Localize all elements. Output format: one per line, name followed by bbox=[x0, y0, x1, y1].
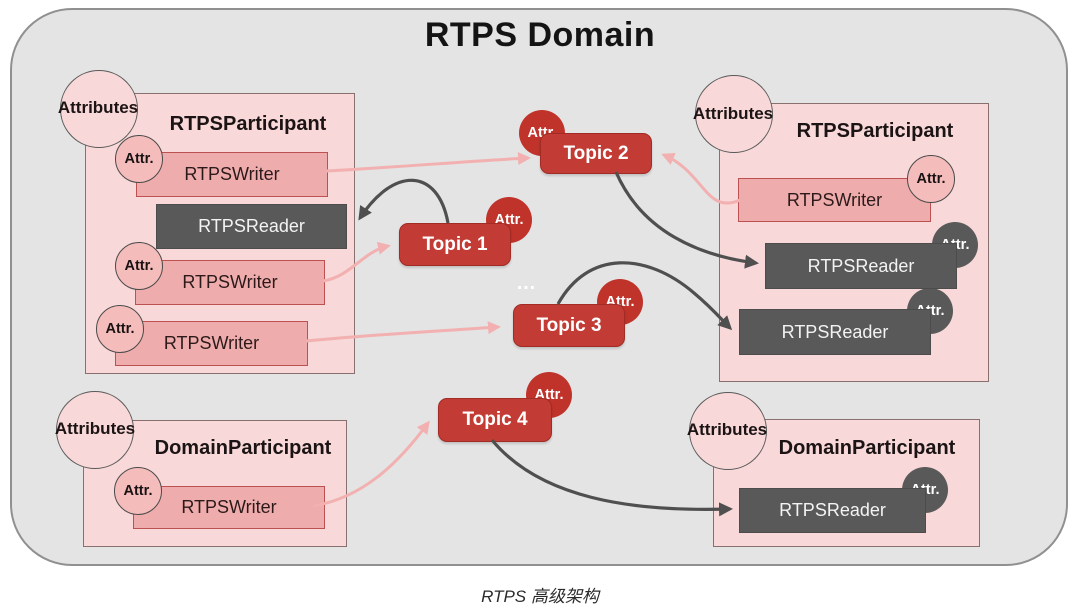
attributes-label: Attributes bbox=[692, 104, 774, 123]
node-rtpswriter: RTPSWriter bbox=[115, 321, 308, 366]
node-rtpsreader: RTPSReader bbox=[765, 243, 957, 289]
topic-2: Topic 2 bbox=[540, 133, 652, 174]
more-topics-ellipsis: … bbox=[516, 272, 538, 294]
attributes-circle-bottom-left bbox=[56, 391, 134, 469]
topic-4: Topic 4 bbox=[438, 398, 552, 442]
participant-title: RTPSParticipant bbox=[169, 113, 327, 135]
attr-badge: Attr. bbox=[115, 242, 163, 290]
node-rtpsreader: RTPSReader bbox=[739, 488, 926, 533]
node-rtpsreader: RTPSReader bbox=[156, 204, 347, 249]
participant-title: DomainParticipant bbox=[154, 437, 332, 459]
attributes-label: Attributes bbox=[54, 419, 136, 438]
attr-badge: Attr. bbox=[114, 467, 162, 515]
topic-1: Topic 1 bbox=[399, 223, 511, 266]
topic-3: Topic 3 bbox=[513, 304, 625, 347]
node-rtpsreader: RTPSReader bbox=[739, 309, 931, 355]
participant-title: DomainParticipant bbox=[778, 437, 956, 459]
attr-badge: Attr. bbox=[96, 305, 144, 353]
node-rtpswriter: RTPSWriter bbox=[135, 260, 325, 305]
attributes-circle-top-right bbox=[695, 75, 773, 153]
diagram-title: RTPS Domain bbox=[424, 16, 656, 54]
attributes-label: Attributes bbox=[686, 420, 768, 439]
attr-badge: Attr. bbox=[115, 135, 163, 183]
node-rtpswriter: RTPSWriter bbox=[738, 178, 931, 222]
attributes-label: Attributes bbox=[57, 98, 139, 117]
participant-title: RTPSParticipant bbox=[796, 120, 954, 142]
node-rtpswriter: RTPSWriter bbox=[133, 486, 325, 529]
attr-badge: Attr. bbox=[907, 155, 955, 203]
node-rtpswriter: RTPSWriter bbox=[136, 152, 328, 197]
figure-caption: RTPS 高级架构 bbox=[481, 587, 599, 606]
attributes-circle-top-left bbox=[60, 70, 138, 148]
